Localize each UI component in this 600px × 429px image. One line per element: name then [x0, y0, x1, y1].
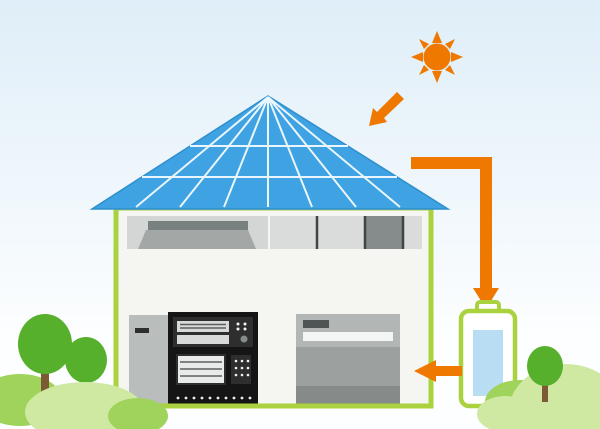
sun-core: [423, 43, 451, 71]
strip-button: [192, 396, 196, 400]
right-bush-front: [477, 396, 533, 429]
battery-to-house-arrow-icon: [414, 360, 462, 382]
solar-panel-surface: [89, 95, 451, 210]
kitchen-cabinet: [129, 315, 168, 404]
roof-to-battery-arrow-icon: [411, 157, 499, 309]
solar-roof: [89, 95, 451, 210]
panel-grid-line: [267, 96, 313, 208]
sunlight-arrow-icon: [369, 92, 404, 126]
dishwasher-slot: [303, 332, 393, 341]
display-screen: [177, 321, 229, 332]
solar-panel-grid: [135, 96, 401, 208]
appliance-stack: [168, 312, 258, 404]
arrow-elbow-line: [411, 157, 492, 290]
window-pane-dark: [366, 216, 403, 249]
strip-button: [240, 396, 244, 400]
strip-button: [208, 396, 212, 400]
right-vegetation: [477, 346, 600, 429]
range-hood: [138, 230, 256, 249]
sun-icon: [411, 31, 463, 83]
strip-button: [200, 396, 204, 400]
keypad-button: [240, 359, 244, 363]
upper-floor: [127, 216, 422, 249]
panel-grid-line: [179, 96, 269, 208]
panel-button: [236, 327, 240, 331]
keypad-button: [246, 366, 250, 370]
panel-grid-line: [267, 96, 401, 208]
display-screen-2: [177, 335, 229, 344]
dishwasher-door: [296, 347, 400, 386]
keypad-button: [234, 359, 238, 363]
keypad-button: [234, 373, 238, 377]
strip-button: [176, 396, 180, 400]
microwave-keypad: [231, 355, 251, 384]
strip-button: [216, 396, 220, 400]
microwave-rack-lines: [180, 361, 222, 377]
tree-foliage: [527, 346, 563, 386]
tree-trunk: [542, 378, 548, 402]
keypad-button: [246, 373, 250, 377]
strip-button: [184, 396, 188, 400]
bottom-strip-buttons: [176, 396, 252, 400]
tree-trunk: [41, 368, 49, 406]
keypad-buttons: [234, 359, 250, 377]
panel-button: [243, 327, 247, 331]
left-bush-small: [108, 398, 168, 429]
sun-rays: [411, 31, 463, 83]
panel-button: [236, 322, 240, 326]
bottom-strip: [168, 392, 258, 404]
cabinet-handle: [135, 328, 149, 333]
panel-grid-line: [223, 96, 269, 208]
panel-grid-line: [135, 96, 269, 208]
dishwasher-control: [303, 320, 329, 328]
keypad-button: [240, 373, 244, 377]
keypad-button: [234, 366, 238, 370]
arrow-elbow-head: [473, 288, 499, 309]
dishwasher-base: [296, 386, 400, 404]
dishwasher: [296, 314, 400, 404]
left-vegetation: [0, 314, 168, 429]
house: [113, 205, 434, 409]
tree-foliage: [18, 314, 72, 374]
keypad-button: [240, 366, 244, 370]
panel-grid-line: [267, 96, 357, 208]
range-hood-top: [148, 221, 248, 230]
control-knob: [240, 335, 248, 343]
strip-button: [232, 396, 236, 400]
panel-button: [243, 322, 247, 326]
display-lines: [180, 323, 226, 329]
tree-foliage: [65, 337, 107, 383]
strip-button: [224, 396, 228, 400]
strip-button: [248, 396, 252, 400]
keypad-button: [246, 359, 250, 363]
